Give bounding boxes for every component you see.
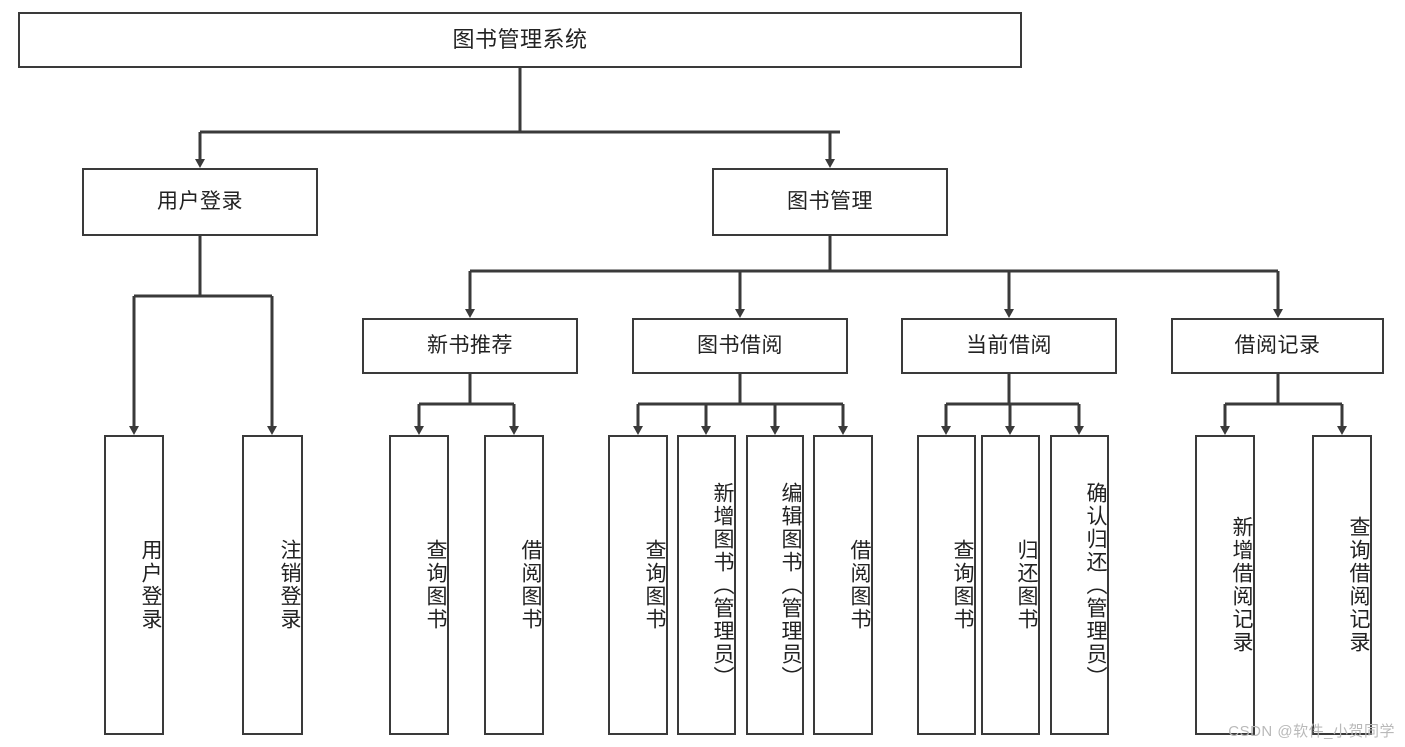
node-current-borrow[interactable]: 当前借阅: [901, 318, 1117, 374]
node-new-book-recommend[interactable]: 新书推荐: [362, 318, 578, 374]
node-book-management[interactable]: 图书管理: [712, 168, 948, 236]
leaf-query-book-current[interactable]: 查询图书: [917, 435, 976, 735]
node-book-borrow[interactable]: 图书借阅: [632, 318, 848, 374]
leaf-add-borrow-record[interactable]: 新增借阅记录: [1195, 435, 1255, 735]
leaf-query-book-rec[interactable]: 查询图书: [389, 435, 449, 735]
leaf-query-book-borrow[interactable]: 查询图书: [608, 435, 668, 735]
leaf-edit-book-admin[interactable]: 编辑图书（管理员）: [746, 435, 804, 735]
node-user-login[interactable]: 用户登录: [82, 168, 318, 236]
node-borrow-record[interactable]: 借阅记录: [1171, 318, 1384, 374]
leaf-confirm-return-admin[interactable]: 确认归还（管理员）: [1050, 435, 1109, 735]
leaf-query-borrow-record[interactable]: 查询借阅记录: [1312, 435, 1372, 735]
leaf-borrow-book[interactable]: 借阅图书: [813, 435, 873, 735]
leaf-add-book-admin[interactable]: 新增图书（管理员）: [677, 435, 736, 735]
csdn-watermark: CSDN @软件_小贺同学: [1228, 723, 1395, 740]
leaf-return-book[interactable]: 归还图书: [981, 435, 1040, 735]
leaf-borrow-book-rec[interactable]: 借阅图书: [484, 435, 544, 735]
leaf-user-logout[interactable]: 注销登录: [242, 435, 303, 735]
node-root[interactable]: 图书管理系统: [18, 12, 1022, 68]
leaf-user-login[interactable]: 用户登录: [104, 435, 164, 735]
